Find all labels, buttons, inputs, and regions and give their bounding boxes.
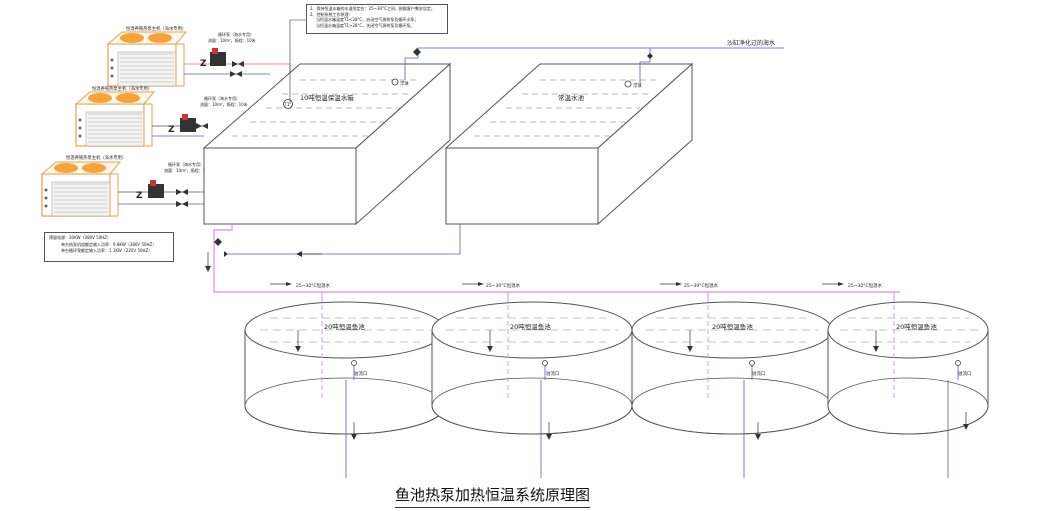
spec-line: 单台热泵机组额定输入功率：9.8KW（380V 50HZ） (61, 241, 157, 247)
constant-temp-tank-label: 10吨恒温保温水箱 (300, 93, 354, 102)
sea-water-supply: 沙缸净化过的海水 (404, 39, 784, 84)
pump-spec: 流量：10m³，扬程：10米 (208, 37, 256, 43)
drain-label: 溢流口 (354, 370, 368, 377)
fan-icon (120, 33, 144, 43)
supply-label: 25~30°C恒温水 (848, 282, 883, 289)
valve-icons (176, 61, 244, 207)
note-line: 当恒温水箱温度T1>28°C，关闭空气源热泵及循环泵。 (316, 22, 415, 28)
fish-pond-label: 20吨恒温鱼池 (896, 322, 937, 331)
note-line: 当恒温水箱温度T1<28°C，启动空气源热泵及循环水泵； (316, 17, 419, 22)
heat-pump-unit-3: 恒温养殖热泵主机（海水专用） 循环泵（海水专用） 流量：10m³，扬程：10米 (40, 154, 212, 217)
float-ball-label: 浮球 (400, 80, 409, 87)
fish-pond-label: 20吨恒温鱼池 (712, 322, 753, 331)
fish-pond-4: 20吨恒温鱼池 溢流口 (827, 301, 989, 478)
fish-pond-label: 20吨恒温鱼池 (324, 322, 365, 331)
constant-temp-tank: 10吨恒温保温水箱 T1 浮球 (202, 62, 452, 226)
power-spec-note: 预留电源：30KW（380V 50HZ） 单台热泵机组额定输入功率：9.8KW（… (44, 232, 174, 262)
pump-icons: Z Z Z (136, 48, 226, 201)
distribution-pipes (205, 224, 900, 305)
float-ball-icon (391, 78, 399, 86)
heat-pump-unit-2: 恒温养殖热泵主机（海水专用） 循环泵（海水专用） 流量：10m³，扬程：10米 (74, 85, 248, 147)
note-line: 2、控制系统工作原理： (310, 11, 353, 17)
pump-label: 循环泵（海水专用） (218, 31, 254, 37)
pump-symbol-icon: Z (168, 125, 175, 135)
fish-pond-label: 20吨恒温鱼池 (510, 322, 551, 331)
fan-icon (82, 163, 106, 173)
fan-icon (88, 93, 112, 103)
pump-spec: 流量：10m³，扬程：10米 (200, 101, 248, 107)
fan-icon (116, 93, 140, 103)
float-ball-icon (624, 80, 632, 88)
sensor-lead (289, 19, 306, 104)
heat-pump-title: 恒温养殖热泵主机（海水专用） (126, 25, 186, 32)
pump-label: 循环泵（海水专用） (204, 95, 240, 101)
spec-line: 预留电源：30KW（380V 50HZ） (49, 235, 112, 240)
supply-label: 25~30°C恒温水 (684, 282, 719, 289)
supply-label: 25~30°C恒温水 (296, 282, 331, 289)
pump-symbol-icon: Z (200, 59, 207, 69)
drain-label: 溢流口 (958, 370, 972, 377)
heat-pump-unit-1: 恒温养殖热泵主机（海水专用） 循环泵（海水专用） 流量：10m³，扬程：10米 (106, 25, 256, 87)
pump-spec: 流量：10m³，扬程：10米 (164, 167, 212, 173)
heat-pump-title: 恒温养殖热泵主机（海水专用） (66, 154, 126, 161)
supply-label: 25~30°C恒温水 (486, 282, 521, 289)
sea-water-label: 沙缸净化过的海水 (727, 39, 775, 47)
sensor-label: T1 (284, 102, 290, 107)
fish-pond-3: 20吨恒温鱼池 溢流口 (631, 301, 833, 478)
fish-pond-2: 20吨恒温鱼池 溢流口 (431, 301, 633, 478)
fish-pond-1: 20吨恒温鱼池 溢流口 (244, 301, 446, 478)
pump-symbol-icon: Z (136, 191, 143, 201)
drain-label: 溢流口 (546, 370, 560, 377)
float-ball-label: 浮球 (633, 82, 642, 89)
fan-icon (148, 33, 172, 43)
heat-pump-title: 恒温养殖热泵主机（海水专用） (92, 85, 152, 92)
diagram-caption: 鱼池热泵加热恒温系统原理图 (395, 484, 591, 508)
drain-label: 溢流口 (752, 370, 766, 377)
control-note: 1、保持恒温水箱的水温恒定在：25~30°C之间，根据客户需求设定。 2、控制系… (306, 4, 448, 34)
normal-tank-label: 常温水池 (558, 93, 585, 102)
fan-icon (54, 163, 78, 173)
pump-label: 循环泵（海水专用） (168, 161, 204, 167)
normal-temp-tank: 常温水池 浮球 (444, 62, 694, 226)
spec-line: 单台循环泵额定输入功率：1.1KW（220V 50HZ） (61, 248, 153, 253)
note-line: 1、保持恒温水箱的水温恒定在：25~30°C之间，根据客户需求设定。 (310, 6, 435, 11)
